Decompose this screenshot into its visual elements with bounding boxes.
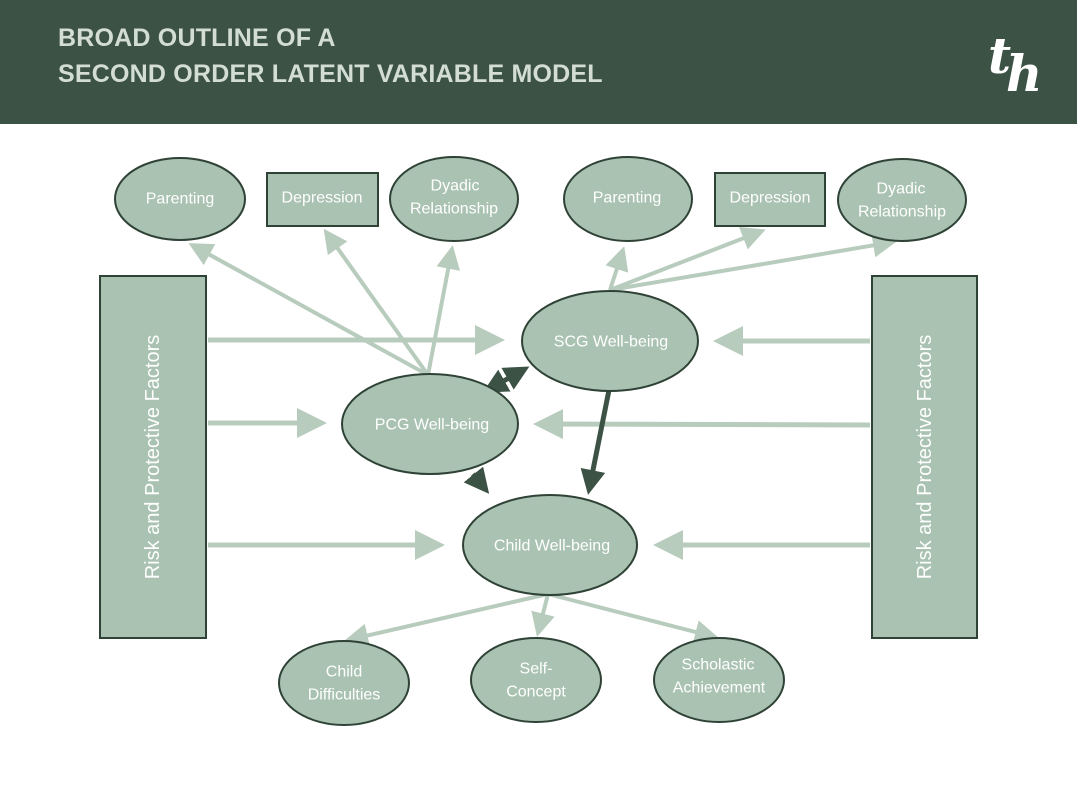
arrow-right-to-pcg [533,409,871,440]
pcg-parenting-node: Parenting [114,157,246,241]
scg-wellbeing-label: SCG Well-being [554,334,668,351]
scholastic-achievement-label-line-1: Scholastic [682,657,755,674]
logo-letter-h: h [1006,44,1043,103]
arrow-child-self-concept [531,593,555,637]
scholastic-achievement-label-line-2: Achievement [673,680,766,697]
pcg-dyadic-node: Dyadic Relationship [389,156,519,242]
scg-indicator-arrows [605,227,897,292]
arrow-scg-parenting [605,246,629,291]
page-title-line-1: BROAD OUTLINE OF A [58,24,336,52]
pcg-wellbeing-label: PCG Well-being [375,417,489,434]
right-risk-panel: Risk and Protective Factors [871,275,978,639]
pcg-indicator-arrows [188,228,461,377]
left-risk-panel-label: Risk and Protective Factors [142,335,164,580]
scg-dyadic-node: Dyadic Relationship [837,158,967,242]
scg-wellbeing-node: SCG Well-being [521,290,699,392]
pcg-dyadic-label-line-1: Dyadic [431,178,480,195]
scg-depression-label: Depression [730,190,811,207]
scg-parenting-label: Parenting [593,190,662,207]
pcg-wellbeing-node: PCG Well-being [341,373,519,475]
right-risk-panel-label: Risk and Protective Factors [914,335,936,580]
child-outcome-arrows [344,592,719,648]
scg-dyadic-label-line-2: Relationship [858,204,946,221]
child-difficulties-node: Child Difficulties [278,640,410,726]
pcg-depression-node: Depression [266,172,379,227]
arrow-pcg-parenting [188,243,429,377]
child-wellbeing-node: Child Well-being [462,494,638,596]
brand-logo: t h [986,26,1046,103]
self-concept-label-line-2: Concept [506,684,566,701]
pcg-dyadic-label-line-2: Relationship [410,201,498,218]
self-concept-node: Self- Concept [470,637,602,723]
arrow-pcg-scg-covariance [482,366,530,393]
arrow-scg-to-child [580,389,612,495]
header-banner: BROAD OUTLINE OF A SECOND ORDER LATENT V… [0,0,1077,124]
page-title-line-2: SECOND ORDER LATENT VARIABLE MODEL [58,60,603,88]
scg-parenting-node: Parenting [563,156,693,242]
structural-arrows [463,366,612,495]
pcg-parenting-label: Parenting [146,191,215,208]
scg-dyadic-label-line-1: Dyadic [877,181,926,198]
arrow-pcg-dyadic [426,245,461,376]
arrow-child-difficulties [344,592,549,648]
logo-letter-t: t [988,26,1012,85]
arrow-pcg-to-child [463,466,490,494]
arrow-child-scholastic [547,592,719,644]
arrow-pcg-depression [323,228,430,377]
scholastic-achievement-node: Scholastic Achievement [653,637,785,723]
child-wellbeing-label: Child Well-being [494,538,610,555]
left-risk-panel: Risk and Protective Factors [99,275,207,639]
child-difficulties-label-line-2: Difficulties [308,687,381,704]
arrow-scg-dyadic [609,233,897,292]
child-difficulties-label-line-1: Child [326,664,362,681]
arrow-scg-depression [609,227,766,292]
self-concept-label-line-1: Self- [520,661,553,678]
risk-factor-arrows [208,325,871,560]
scg-depression-node: Depression [714,172,826,227]
pcg-depression-label: Depression [282,190,363,207]
